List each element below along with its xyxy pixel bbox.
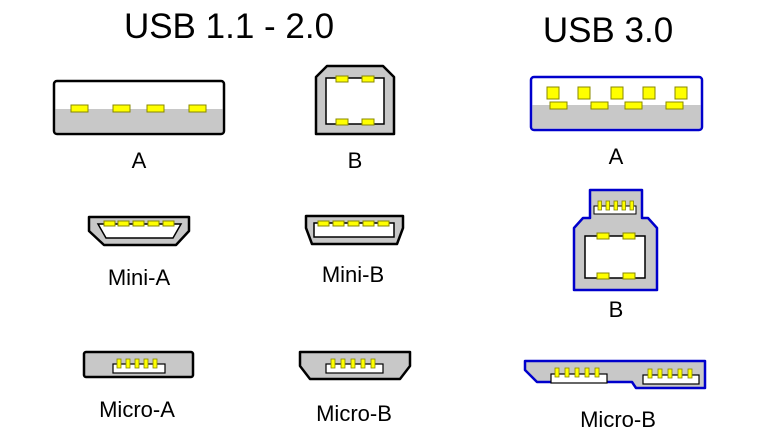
- usb2-micro-b-connector: [298, 350, 412, 381]
- usb2-micro-a-connector: [82, 350, 195, 379]
- heading-usb-2: USB 1.1 - 2.0: [124, 7, 334, 46]
- label-usb3-b: B: [609, 297, 624, 322]
- usb3-type-a-connector: [529, 75, 704, 132]
- label-usb3-a: A: [609, 144, 624, 169]
- usb2-mini-b-connector: [304, 214, 405, 246]
- usb2-type-b-connector: [314, 64, 396, 136]
- usb2-type-a-connector: [52, 79, 226, 136]
- label-usb2-micro-b: Micro-B: [316, 401, 392, 426]
- usb3-type-b-connector: [572, 188, 659, 292]
- heading-usb-3: USB 3.0: [543, 11, 673, 50]
- label-usb2-b: B: [348, 148, 363, 173]
- label-usb3-micro-b: Micro-B: [580, 407, 656, 432]
- label-usb2-micro-a: Micro-A: [99, 397, 175, 422]
- label-usb2-a: A: [132, 148, 147, 173]
- usb3-micro-b-connector: [523, 359, 707, 390]
- label-usb2-mini-a: Mini-A: [108, 265, 171, 290]
- label-usb2-mini-b: Mini-B: [322, 262, 384, 287]
- usb2-mini-a-connector: [87, 215, 191, 247]
